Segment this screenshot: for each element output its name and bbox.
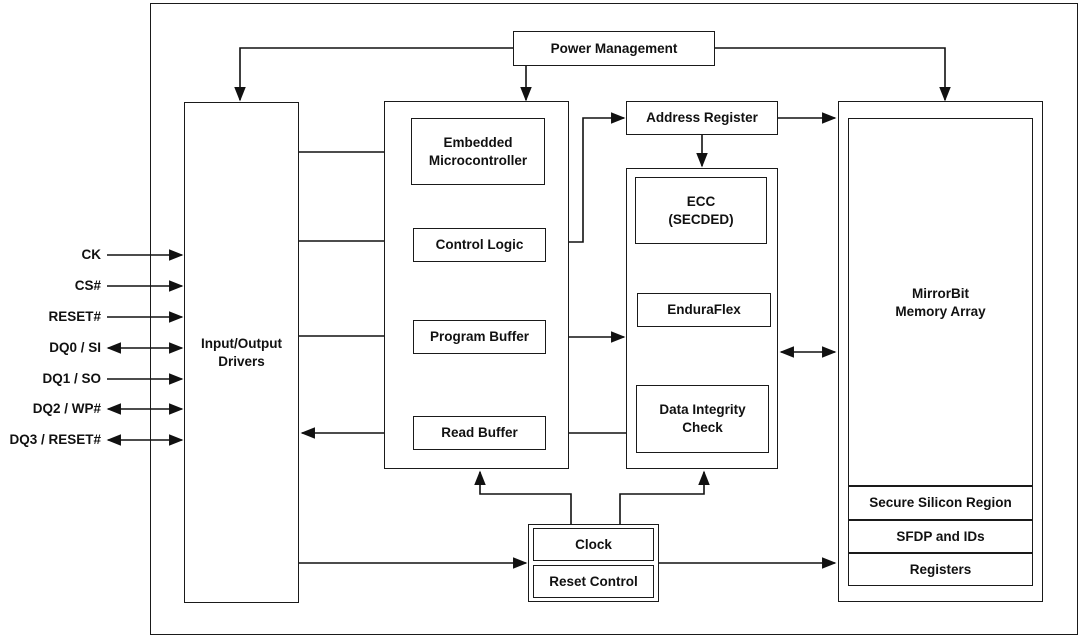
io-drivers-label: Input/Output Drivers [201, 335, 282, 369]
program-buffer-block: Program Buffer [413, 320, 546, 354]
clock-to-ecc-arrow [619, 470, 710, 524]
ecc-block: ECC (SECDED) [635, 177, 767, 244]
signal-label-dq0: DQ0 / SI [49, 340, 101, 355]
clock-to-controller-arrow [474, 470, 572, 524]
io-drivers-block: Input/Output Drivers [184, 102, 299, 603]
power-management-block: Power Management [513, 31, 715, 66]
signal-label-dq2: DQ2 / WP# [32, 401, 101, 416]
sfdp-and-ids-block: SFDP and IDs [848, 520, 1033, 553]
memory-array-block [848, 118, 1033, 486]
address-register-block: Address Register [626, 101, 778, 135]
clock-block: Clock [533, 528, 654, 561]
signal-label-cs: CS# [74, 278, 101, 293]
embedded-microcontroller-block: Embedded Microcontroller [411, 118, 545, 185]
data-integrity-check-block: Data Integrity Check [636, 385, 769, 453]
memory-array-label: MirrorBit Memory Array [895, 286, 986, 319]
ecc-label: ECC (SECDED) [668, 193, 734, 227]
secure-silicon-region-block: Secure Silicon Region [848, 486, 1033, 520]
enduraflex-block: EnduraFlex [637, 293, 771, 327]
reset-control-block: Reset Control [533, 565, 654, 598]
signal-label-dq3: DQ3 / RESET# [9, 432, 101, 447]
signal-label-ck: CK [81, 247, 102, 262]
signal-label-dq1: DQ1 / SO [42, 371, 101, 386]
control-logic-block: Control Logic [413, 228, 546, 262]
data-integrity-check-label: Data Integrity Check [659, 402, 746, 435]
embedded-microcontroller-label: Embedded Microcontroller [428, 134, 528, 168]
power-to-memory-arrow [715, 47, 951, 102]
read-buffer-block: Read Buffer [413, 416, 546, 450]
registers-block: Registers [848, 553, 1033, 586]
signal-label-reset: RESET# [48, 309, 101, 324]
power-to-io-arrow [234, 47, 513, 102]
